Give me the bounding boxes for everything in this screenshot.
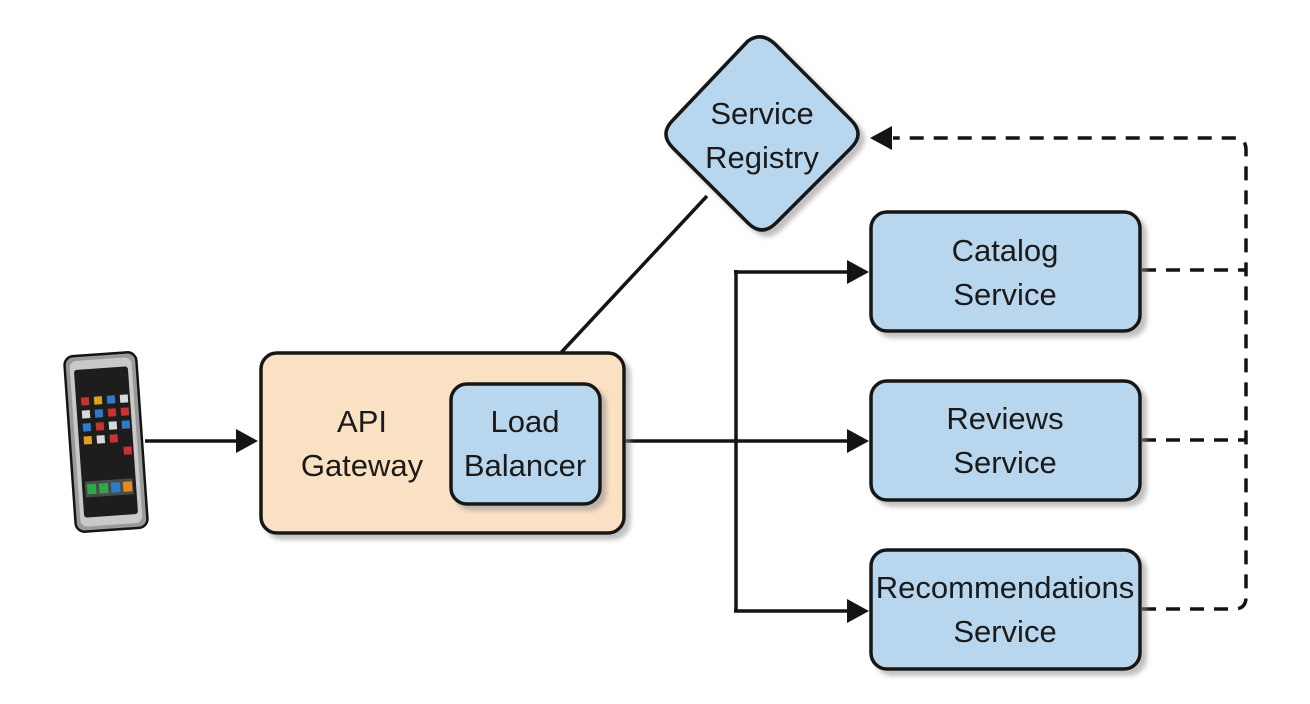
- reviews-service-label-line1: Reviews: [946, 401, 1063, 436]
- api-gateway-label-line2: Gateway: [301, 448, 424, 483]
- dashed-recommendations-registration: [893, 136, 1248, 611]
- load-balancer-label-line2: Balancer: [464, 448, 586, 483]
- catalog-service-label-line2: Service: [953, 277, 1056, 312]
- recommendations-service-box: Recommendations Service: [869, 548, 1142, 671]
- arrowhead-service-registry: [870, 126, 892, 150]
- arrowhead-reviews: [847, 429, 869, 453]
- load-balancer-label-line1: Load: [491, 404, 560, 439]
- catalog-service-box: Catalog Service: [869, 210, 1142, 333]
- connections: [145, 126, 1248, 623]
- smartphone-icon: [63, 351, 149, 533]
- arrowhead-gateway: [236, 429, 258, 453]
- service-registry-diamond: Service Registry: [664, 35, 860, 232]
- load-balancer-box: Load Balancer: [449, 382, 602, 506]
- catalog-service-label-line1: Catalog: [952, 233, 1059, 268]
- recommendations-service-label-line1: Recommendations: [876, 570, 1134, 605]
- recommendations-service-label-line2: Service: [953, 614, 1056, 649]
- arrowhead-recommendations: [847, 599, 869, 623]
- arrowhead-catalog: [847, 260, 869, 284]
- reviews-service-label-line2: Service: [953, 445, 1056, 480]
- service-registry-label-line1: Service: [710, 96, 813, 131]
- service-registry-label-line2: Registry: [705, 140, 819, 175]
- reviews-service-box: Reviews Service: [869, 379, 1142, 502]
- arrow-registry-to-load-balancer: [541, 194, 709, 374]
- api-gateway-label-line1: API: [337, 404, 387, 439]
